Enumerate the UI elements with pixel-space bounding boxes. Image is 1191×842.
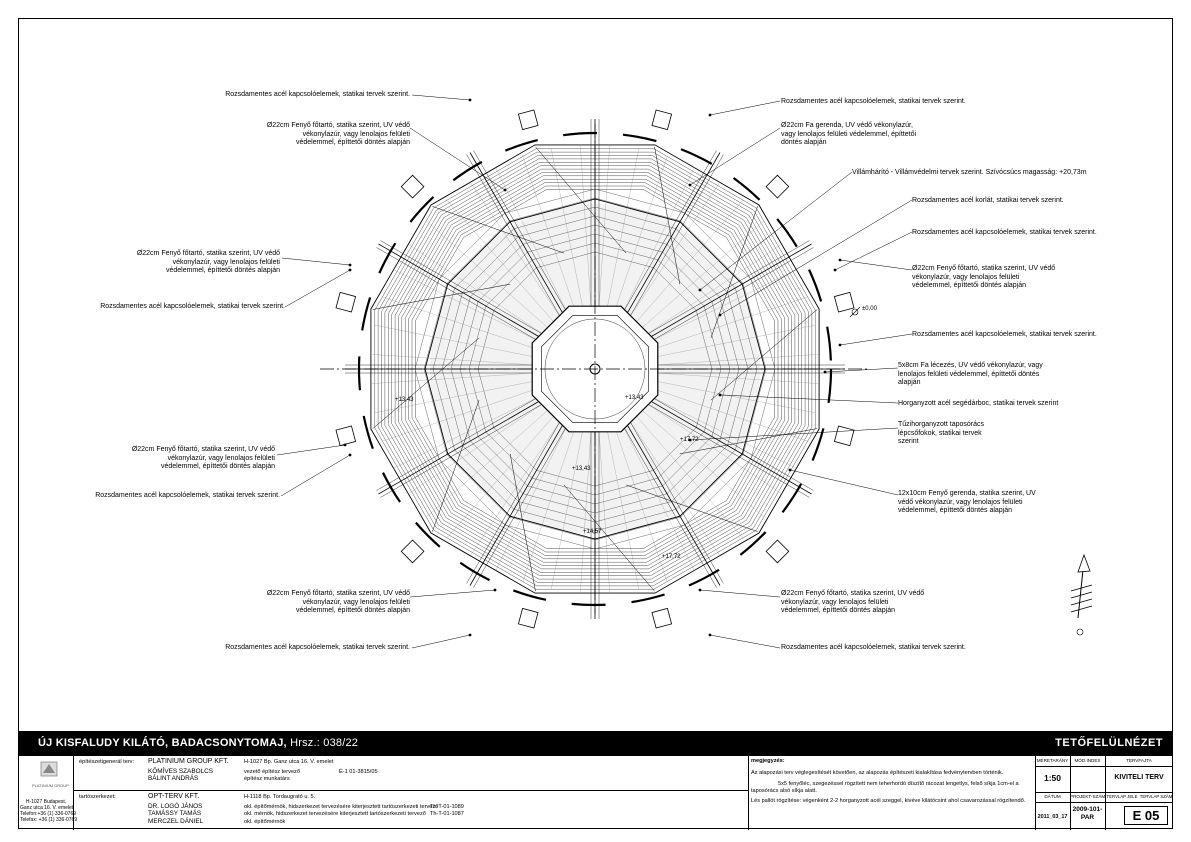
sheet-number-box <box>1124 806 1168 825</box>
level-f: +14,57 <box>583 529 602 535</box>
note-steel-connectors-top-right: Rozsdamentes acél kapcsolóelemek, statik… <box>781 98 966 105</box>
structural-people: DR. LOGÓ JÁNOS TAMÁSSY TAMÁS MERCZEL DÁN… <box>148 803 204 825</box>
note-pine-beam-bottom-left: Ø22cm Fenyő főtartó, statika szerint, UV… <box>266 590 410 615</box>
structural-regs: Th-T-01-1089 Th-T-01-1087 <box>430 804 464 818</box>
sheet-number-value: E 05 <box>1132 808 1160 823</box>
note-steel-connectors-low-left: Rozsdamentes acél kapcsolóelemek, statik… <box>95 492 280 499</box>
level-c: +13,43 <box>572 466 591 472</box>
notes-label: megjegyzés: <box>751 758 785 764</box>
notes-line-3: taposórács alsó síkja alatt. <box>751 788 817 794</box>
sheet-sign-label: TERVLAP JELE <box>1106 794 1138 799</box>
designer-label: építészetigenerál terv: <box>79 759 135 765</box>
note-steel-connectors-bottom-right: Rozsdamentes acél kapcsolóelemek, statik… <box>781 644 966 651</box>
notes-line-2: 5x5 fenyőléc, szegezéssel rögzített nem … <box>778 781 1019 787</box>
note-pine-rafter: 12x10cm Fenyő gerenda, statika szerint, … <box>898 490 1036 515</box>
title-block: PLATINIUM GROUP H-1027 Budapest, Ganz ut… <box>18 755 1173 830</box>
notes-line-4: Lés pallót rögzítése: végenként 2-2 horg… <box>751 798 1026 804</box>
structural-roles: okl. építőmérnök, hidszerkezet tervezésé… <box>244 804 439 825</box>
designer-company: PLATINIUM GROUP KFT. <box>148 758 229 765</box>
note-steel-connectors-right-1: Rozsdamentes acél kapcsolóelemek, statik… <box>912 229 1097 236</box>
plan-type-label: TERVFAJTA <box>1126 758 1152 763</box>
roof-plan-drawing <box>276 94 1093 649</box>
mod-index-label: MÓD.INDEX <box>1074 758 1101 763</box>
note-pine-beam-right: Ø22cm Fenyő főtartó, statika szerint, UV… <box>912 265 1056 290</box>
note-wood-beam-top-right: Ø22cm Fa gerenda, UV védő vékonylazúr, v… <box>781 122 917 147</box>
level-e: +17,72 <box>662 554 681 560</box>
logo-name: PLATINIUM GROUP <box>32 783 69 788</box>
structural-company: OPT-TERV KFT. <box>148 793 200 800</box>
note-steel-connectors-mid-left: Rozsdamentes acél kapcsolóelemek, statik… <box>100 303 285 310</box>
project-title: ÚJ KISFALUDY KILÁTÓ, BADACSONYTOMAJ, Hrs… <box>38 737 359 749</box>
sheet-number-label: TERVLAP SZÁM <box>1139 794 1173 799</box>
platinium-logo-icon <box>40 761 58 777</box>
designer-people: KŐMÍVES SZABOLCS BÁLINT ANDRÁS <box>148 768 213 783</box>
scale-value: 1:50 <box>1043 773 1061 783</box>
date-value: 2011_03_17 <box>1037 814 1068 820</box>
logo-address: H-1027 Budapest, Ganz utca 16. V. emelet… <box>20 799 78 823</box>
level-d: +17,72 <box>680 437 699 443</box>
level-a: +13,43 <box>395 397 414 403</box>
plan-type-value: KIVITELI TERV <box>1114 774 1164 781</box>
notes-line-1: Az alapozási terv végleges­ítését követő… <box>751 770 1004 776</box>
note-lightning-rod: Villámhárító - Villámvédelmi tervek szer… <box>852 169 1087 176</box>
note-steel-connectors-bottom-left: Rozsdamentes acél kapcsolóelemek, statik… <box>225 644 410 651</box>
designer-roles: vezető építész tervező építész munkatárs <box>244 769 300 782</box>
structural-label: tartószerkezet: <box>79 794 116 800</box>
project-number-value: 2009-101- PAR <box>1072 806 1103 821</box>
project-number-label: PROJEKT-SZÁM <box>1070 794 1106 799</box>
note-wood-lath: 5x8cm Fa lécezés, UV védő vékonylazúr, v… <box>898 362 1043 387</box>
structural-address: H-1118 Bp. Tordaugrató u. 5. <box>244 794 316 800</box>
level-zero: ±0,00 <box>862 306 877 312</box>
note-galvanized-mast: Horganyzott acél segédárboc, statikai te… <box>898 400 1059 407</box>
note-pine-beam-mid-left: Ø22cm Fenyő főtartó, statika szerint, UV… <box>136 250 280 275</box>
note-pine-beam-bottom-right: Ø22cm Fenyő főtartó, statika szerint, UV… <box>781 590 925 615</box>
scale-label: MÉRETARÁNY <box>1036 758 1069 763</box>
sheet-title: TETŐFELÜLNÉZET <box>1055 737 1163 749</box>
designer-reg: É-1 01-3815/05 <box>339 769 378 775</box>
designer-address: H-1027 Bp. Ganz utca 16. V. emelet <box>244 759 334 765</box>
note-steel-railing: Rozsdamentes acél korlát, statikai terve… <box>912 197 1064 204</box>
drawing-frame <box>18 18 1173 829</box>
note-pine-beam-low-left: Ø22cm Fenyő főtartó, statika szerint, UV… <box>131 446 275 471</box>
date-label: DÁTUM <box>1044 794 1061 799</box>
note-steel-connectors-top-left: Rozsdamentes acél kapcsolóelemek, statik… <box>225 91 410 98</box>
note-pine-beam-top-left: Ø22cm Fenyő főtartó, statika szerint, UV… <box>266 122 410 147</box>
note-grating-steps: Tűzihorganyzott taposórács lépcsőfokok, … <box>898 421 984 446</box>
note-steel-connectors-right-2: Rozsdamentes acél kapcsolóelemek, statik… <box>912 331 1097 338</box>
title-bar: ÚJ KISFALUDY KILÁTÓ, BADACSONYTOMAJ, Hrs… <box>18 731 1173 755</box>
level-b: +13,43 <box>625 395 644 401</box>
